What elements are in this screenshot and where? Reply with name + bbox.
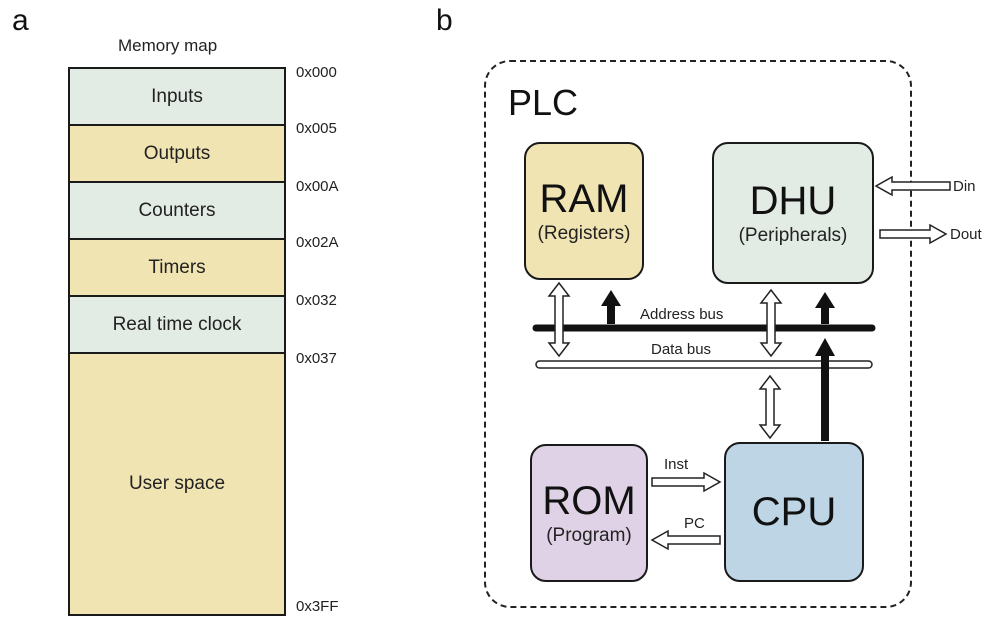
- address-label: 0x032: [296, 292, 337, 309]
- inst-label: Inst: [664, 456, 689, 473]
- dhu-subtitle: (Peripherals): [738, 225, 848, 246]
- rom-subtitle: (Program): [546, 525, 632, 546]
- segment-counters: Counters: [68, 181, 286, 240]
- rom-title: ROM: [542, 479, 636, 523]
- ram-data-arrow: [547, 281, 571, 358]
- rom-block: ROM (Program): [530, 444, 648, 582]
- plc-title: PLC: [508, 82, 579, 123]
- pc-label: PC: [684, 515, 705, 532]
- ram-subtitle: (Registers): [537, 223, 631, 244]
- cpu-address-arrow: [815, 338, 835, 441]
- ram-address-arrow: [601, 290, 621, 324]
- panel-label-a: a: [12, 4, 29, 37]
- address-label: 0x037: [296, 350, 337, 367]
- address-label: 0x005: [296, 120, 337, 137]
- data-bus-line: [535, 360, 873, 369]
- pc-arrow: [650, 529, 721, 551]
- din-arrow: [874, 175, 951, 197]
- inst-arrow: [651, 471, 722, 493]
- dout-label: Dout: [950, 226, 982, 243]
- segment-outputs: Outputs: [68, 124, 286, 183]
- plc-frame: [484, 60, 912, 608]
- panel-label-b: b: [436, 4, 453, 37]
- dhu-address-arrow: [815, 292, 835, 324]
- address-label: 0x000: [296, 64, 337, 81]
- address-bus-label: Address bus: [640, 306, 724, 323]
- cpu-title: CPU: [751, 490, 837, 534]
- ram-block: RAM (Registers): [524, 142, 644, 280]
- cpu-data-arrow: [758, 374, 782, 440]
- segment-real-time-clock: Real time clock: [68, 295, 286, 354]
- address-label: 0x02A: [296, 234, 339, 251]
- address-label: 0x00A: [296, 178, 339, 195]
- dhu-data-arrow: [759, 288, 783, 358]
- dhu-title: DHU: [749, 179, 837, 223]
- dout-arrow: [879, 223, 948, 245]
- segment-timers: Timers: [68, 238, 286, 297]
- segment-user-space: User space: [68, 352, 286, 616]
- din-label: Din: [953, 178, 976, 195]
- dhu-block: DHU (Peripherals): [712, 142, 874, 284]
- address-label: 0x3FF: [296, 598, 339, 615]
- cpu-block: CPU: [724, 442, 864, 582]
- ram-title: RAM: [539, 177, 629, 221]
- data-bus-label: Data bus: [651, 341, 712, 358]
- memory-map-title: Memory map: [118, 36, 218, 55]
